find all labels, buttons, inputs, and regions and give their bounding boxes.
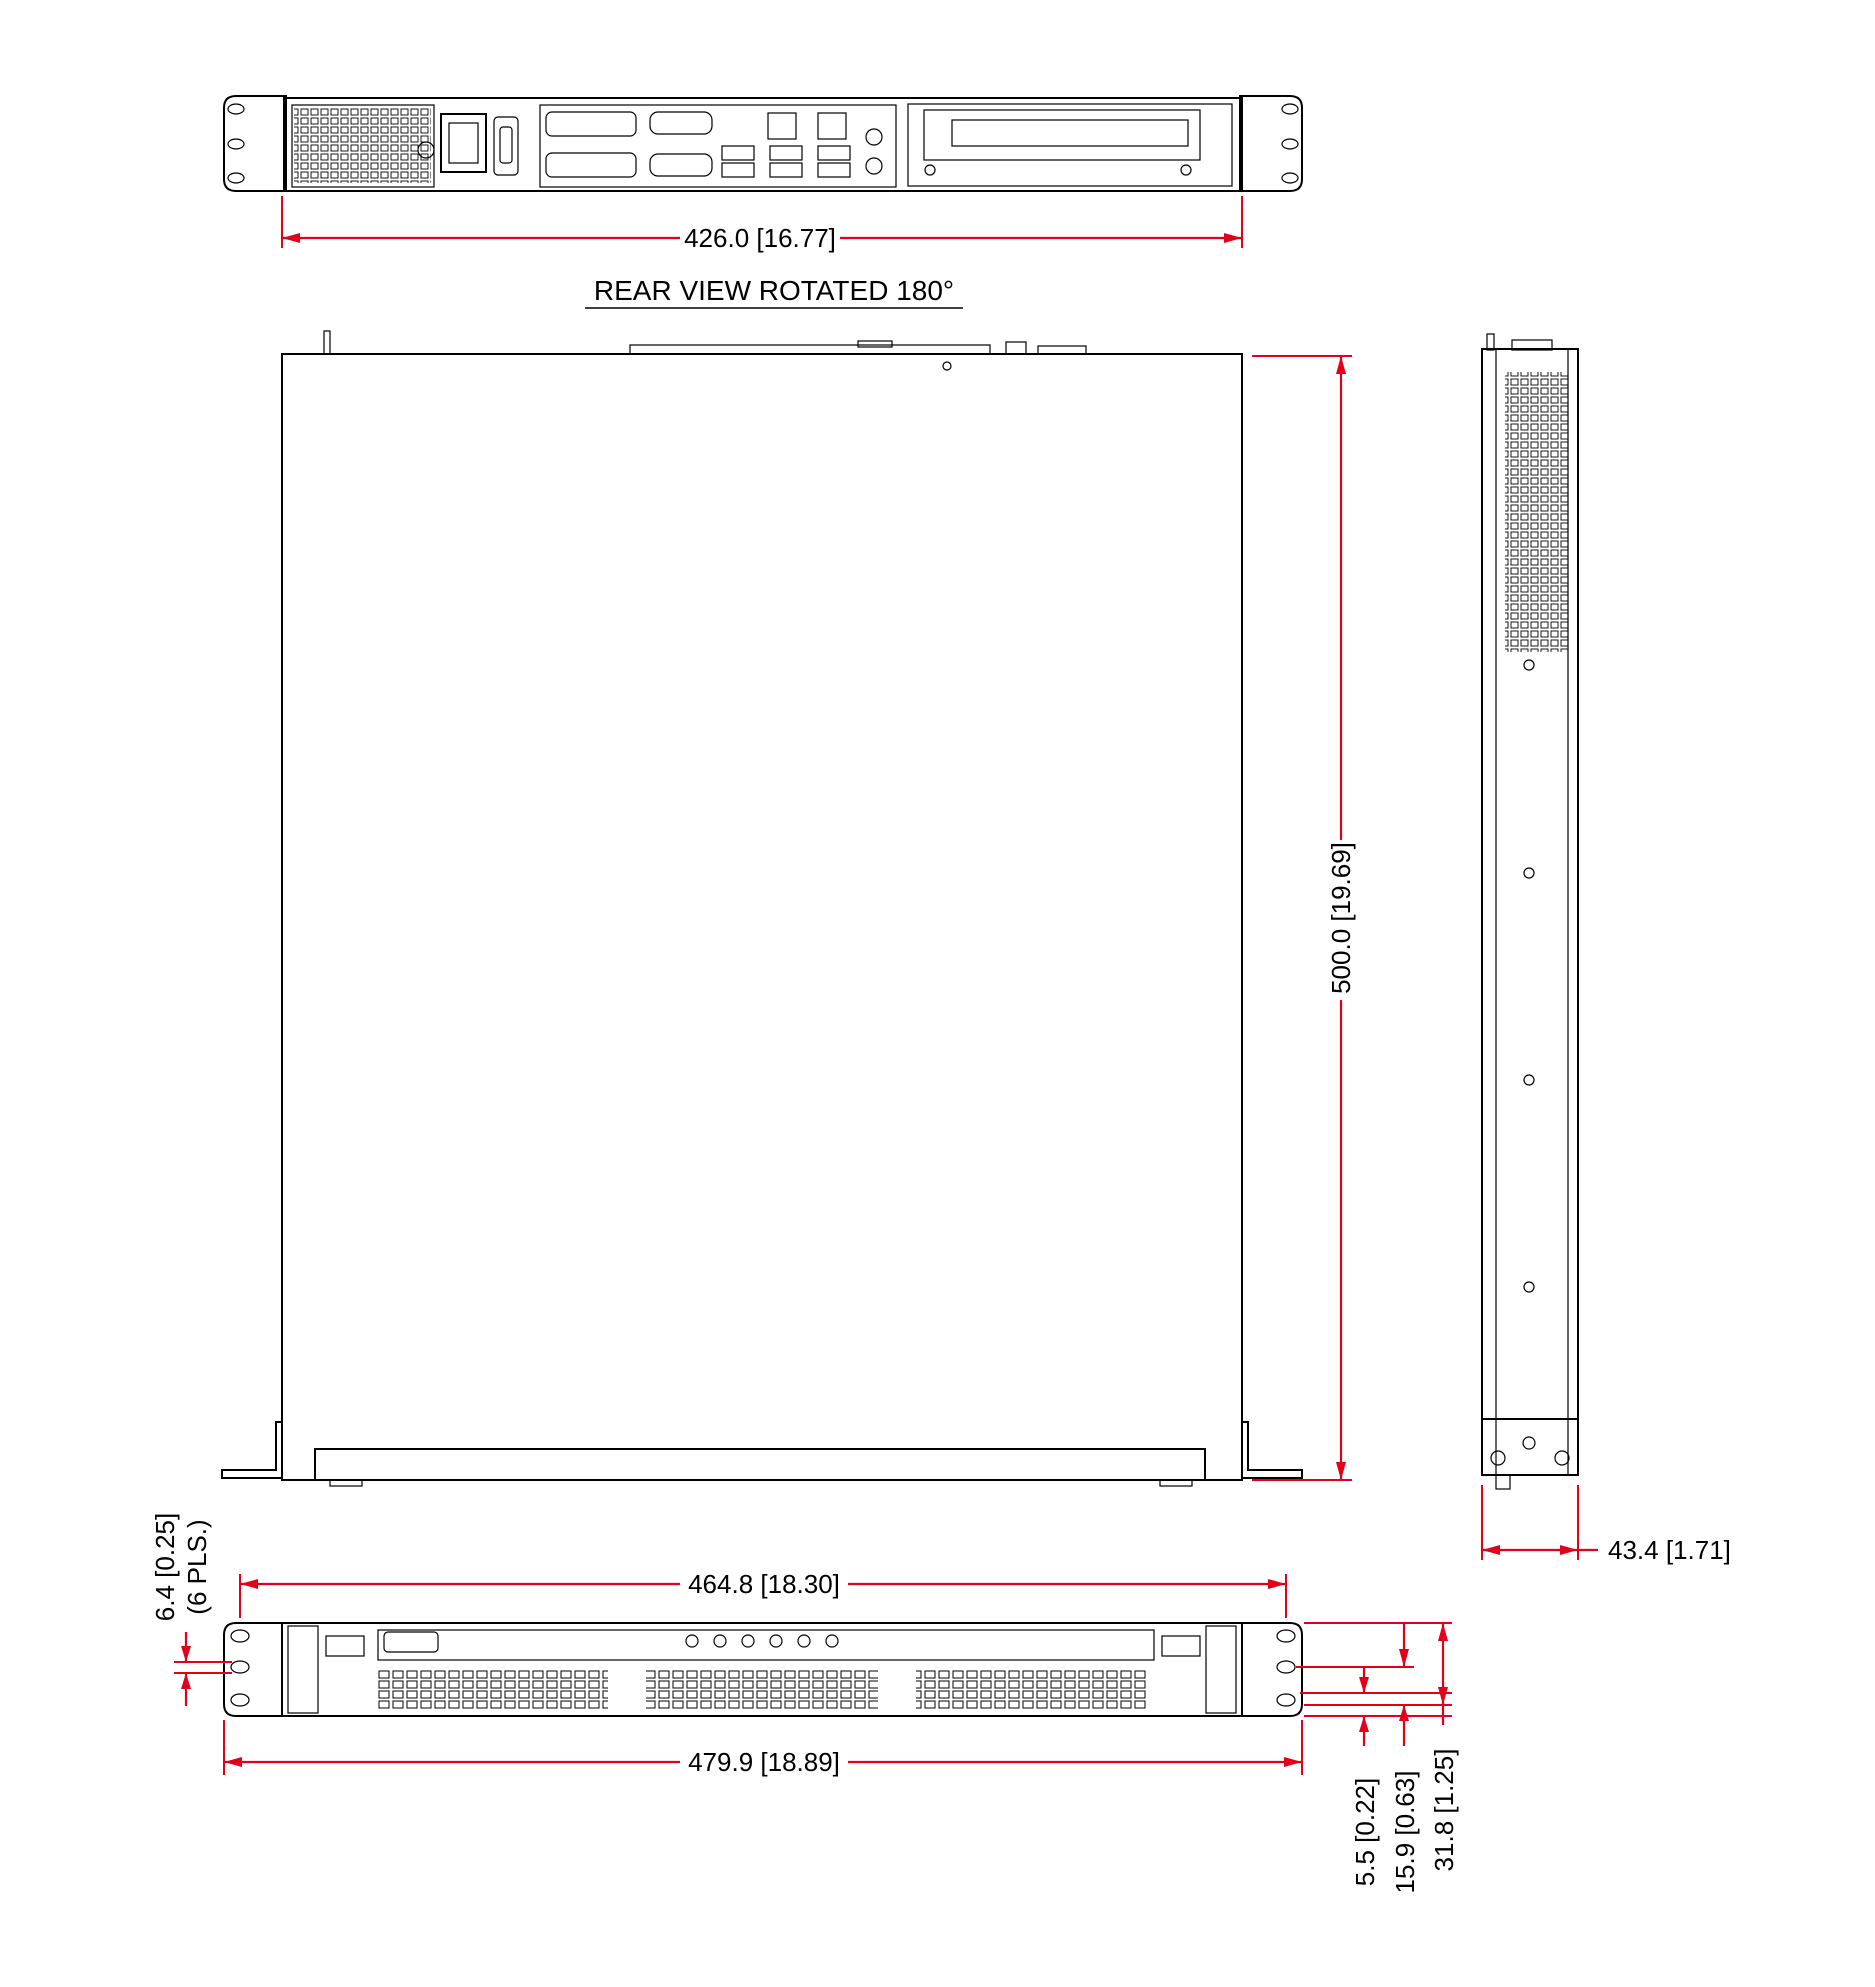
side-height-label: 43.4 [1.71] xyxy=(1608,1535,1731,1565)
hole-offset-3-label: 31.8 [1.25] xyxy=(1429,1749,1459,1872)
depth-label: 500.0 [19.69] xyxy=(1326,842,1356,994)
rear-view-title: REAR VIEW ROTATED 180° xyxy=(594,275,954,306)
hole-diameter-label: 6.4 [0.25] xyxy=(150,1513,180,1621)
front-hole-spacing-label: 464.8 [18.30] xyxy=(688,1569,840,1599)
front-view xyxy=(223,1622,1303,1717)
dimension-lines xyxy=(174,196,1598,1775)
labels: 426.0 [16.77] REAR VIEW ROTATED 180° 500… xyxy=(150,222,1731,1893)
top-view xyxy=(221,330,1303,1487)
front-overall-width-label: 479.9 [18.89] xyxy=(688,1747,840,1777)
side-view xyxy=(1481,333,1579,1490)
rear-width-label: 426.0 [16.77] xyxy=(684,223,836,253)
hole-count-label: (6 PLS.) xyxy=(182,1519,212,1614)
hole-offset-2-label: 15.9 [0.63] xyxy=(1390,1771,1420,1894)
rear-view xyxy=(223,95,1303,192)
hole-offset-1-label: 5.5 [0.22] xyxy=(1350,1778,1380,1886)
